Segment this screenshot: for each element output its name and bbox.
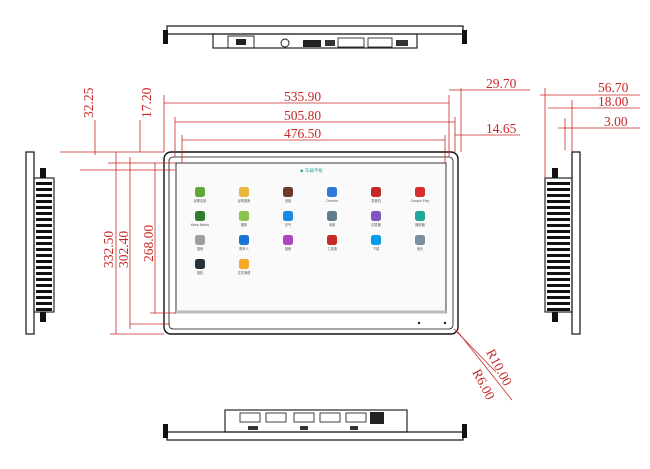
app-icon[interactable]: 相册 bbox=[283, 235, 293, 251]
app-icon[interactable]: 图库 bbox=[239, 211, 249, 227]
app-icon[interactable]: 录音机 bbox=[371, 187, 382, 203]
app-icon[interactable]: 谷歌搜索 bbox=[238, 187, 251, 203]
app-label: 谷歌搜索 bbox=[238, 198, 251, 203]
dim-bezel-width: 505.80 bbox=[284, 108, 321, 123]
app-icon[interactable]: 播放器 bbox=[415, 211, 426, 227]
app-icon[interactable]: 工具箱 bbox=[327, 235, 338, 251]
screen-top-label: ◆ 车载平板 bbox=[300, 167, 323, 174]
app-icon[interactable]: 浏览器 bbox=[371, 211, 382, 227]
dimension-lines bbox=[60, 88, 640, 401]
app-label: 天气 bbox=[285, 222, 292, 227]
app-icon[interactable]: 搜索 bbox=[195, 235, 205, 251]
dim-screen-width: 476.50 bbox=[284, 126, 321, 141]
app-label: 音乐 bbox=[417, 246, 424, 251]
left-side-view bbox=[25, 151, 55, 335]
app-label: 相册 bbox=[285, 246, 292, 251]
dimension-texts: 535.90 505.80 476.50 29.70 14.65 56.70 1… bbox=[81, 76, 629, 402]
app-icon[interactable]: 谷歌应用 bbox=[194, 187, 207, 203]
app-label: 搜索 bbox=[197, 246, 203, 251]
dim-overall-height: 332.50 bbox=[101, 231, 116, 268]
app-label: 播放器 bbox=[415, 222, 425, 227]
app-label: Keep Notes bbox=[191, 223, 209, 227]
dim-bezel-height: 302.40 bbox=[116, 231, 131, 268]
top-view bbox=[163, 25, 467, 49]
app-icon[interactable]: 文件管理 bbox=[238, 259, 252, 275]
app-label: 工具箱 bbox=[327, 246, 337, 251]
app-label: Chrome bbox=[326, 199, 339, 203]
app-icon[interactable]: Keep Notes bbox=[191, 211, 209, 227]
app-label: 文件管理 bbox=[238, 270, 252, 275]
app-label: 谷歌应用 bbox=[194, 198, 207, 203]
dim-top-offset-outer: 32.25 bbox=[81, 87, 96, 118]
app-label: 录音机 bbox=[371, 198, 381, 203]
app-label: 图库 bbox=[241, 222, 248, 227]
right-side-view bbox=[544, 151, 581, 335]
dim-screen-height: 268.00 bbox=[141, 225, 156, 262]
app-icon[interactable]: Google Play bbox=[411, 187, 430, 203]
app-icon[interactable]: 天气 bbox=[283, 211, 293, 227]
dim-top-offset-inner: 17.20 bbox=[139, 87, 154, 118]
app-icon[interactable]: 设置 bbox=[327, 211, 337, 227]
dim-overall-width: 535.90 bbox=[284, 89, 321, 104]
app-icon[interactable]: 相机 bbox=[195, 259, 205, 275]
dim-side-offset: 29.70 bbox=[486, 76, 517, 91]
app-icon[interactable]: 联系人 bbox=[239, 235, 250, 251]
app-icon[interactable]: Chrome bbox=[326, 187, 339, 203]
app-label: 设置 bbox=[329, 222, 335, 227]
app-icon[interactable]: 设置 bbox=[283, 187, 293, 203]
app-label: 联系人 bbox=[239, 246, 249, 251]
dim-depth-total: 56.70 bbox=[598, 80, 629, 95]
app-label: 下载 bbox=[373, 246, 380, 251]
app-label: 设置 bbox=[285, 198, 291, 203]
bottom-view bbox=[163, 409, 467, 441]
app-label: Google Play bbox=[411, 199, 430, 203]
dim-inner-offset: 14.65 bbox=[486, 121, 517, 136]
dim-depth-small: 3.00 bbox=[604, 114, 628, 129]
app-icon[interactable]: 音乐 bbox=[415, 235, 425, 251]
app-label: 相机 bbox=[197, 270, 204, 275]
app-label: 浏览器 bbox=[371, 222, 381, 227]
dim-depth-mid: 18.00 bbox=[598, 94, 629, 109]
app-icon[interactable]: 下载 bbox=[371, 235, 381, 251]
